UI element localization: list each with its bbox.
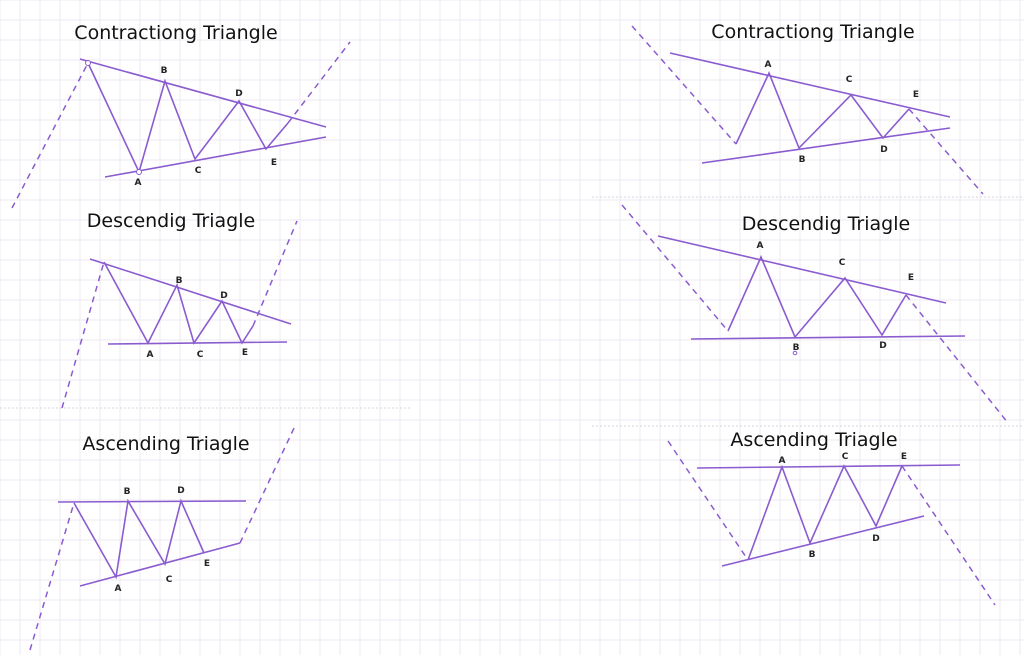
point-label-b: B xyxy=(809,550,816,560)
point-label-d: D xyxy=(879,341,886,351)
point-label-e: E xyxy=(901,452,907,462)
point-label-c: C xyxy=(842,452,849,462)
incoming-dashed-line xyxy=(29,502,75,651)
point-label-d: D xyxy=(177,486,184,496)
point-label-d: D xyxy=(220,291,227,301)
point-label-b: B xyxy=(124,487,131,497)
point-label-a: A xyxy=(115,584,122,594)
point-marker xyxy=(136,169,142,175)
breakout-dashed-line xyxy=(901,465,996,606)
panel-title: Descendig Triagle xyxy=(87,210,255,232)
point-label-e: E xyxy=(913,90,919,100)
point-label-e: E xyxy=(242,348,248,358)
wave-path xyxy=(73,498,205,580)
point-label-e: E xyxy=(271,158,277,168)
wave-path xyxy=(87,62,289,175)
point-label-d: D xyxy=(880,145,887,155)
point-label-c: C xyxy=(846,75,853,85)
wave-path xyxy=(735,70,910,150)
point-label-c: C xyxy=(197,350,204,360)
lower-trendline xyxy=(690,335,966,340)
panel-title: Descendig Triagle xyxy=(742,213,910,235)
panel-descending-right: Descendig Triagle A B C D E xyxy=(621,204,1009,424)
breakout-dashed-line xyxy=(252,220,298,327)
point-label-b: B xyxy=(161,66,168,76)
lower-trendline xyxy=(104,136,327,178)
panel-title: Contractiong Triangle xyxy=(711,21,914,43)
point-label-d: D xyxy=(235,89,242,99)
point-label-c: C xyxy=(166,575,173,585)
panel-descending-left: Descendig Triagle A B C D E xyxy=(61,210,298,409)
wave-path xyxy=(727,254,907,339)
point-label-c: C xyxy=(195,166,202,176)
panel-title: Ascending Triagle xyxy=(730,429,897,451)
lower-trendline xyxy=(721,515,925,567)
point-label-b: B xyxy=(799,155,806,165)
point-label-a: A xyxy=(779,456,786,466)
incoming-dashed-line xyxy=(621,204,729,332)
panel-title: Ascending Triagle xyxy=(82,433,249,455)
panel-ascending-right: Ascending Triagle A B C D E xyxy=(667,429,996,606)
breakout-dashed-line xyxy=(908,108,984,195)
lower-trendline xyxy=(79,542,241,587)
point-label-d: D xyxy=(872,534,879,544)
panel-contracting-right: Contractiong Triangle A B C D E xyxy=(631,21,984,195)
upper-trendline xyxy=(696,464,961,469)
point-label-a: A xyxy=(765,60,772,70)
incoming-dashed-line xyxy=(11,62,89,209)
wave-path xyxy=(747,464,903,561)
point-label-e: E xyxy=(908,273,914,283)
lower-trendline xyxy=(701,127,951,164)
panel-contracting-left: Contractiong Triangle A B C D E xyxy=(11,22,351,209)
point-label-e: E xyxy=(204,559,210,569)
point-label-b: B xyxy=(793,343,800,353)
upper-trendline xyxy=(657,235,947,304)
point-label-a: A xyxy=(757,241,764,251)
point-label-a: A xyxy=(147,350,154,360)
point-label-c: C xyxy=(839,258,846,268)
start-point xyxy=(85,60,91,66)
upper-trendline xyxy=(89,258,292,325)
breakout-dashed-line xyxy=(287,41,351,124)
upper-trendline xyxy=(669,52,951,118)
lower-trendline xyxy=(107,341,288,345)
point-label-b: B xyxy=(176,276,183,286)
breakout-dashed-line xyxy=(905,294,1009,424)
upper-trendline xyxy=(57,500,247,503)
panel-title: Contractiong Triangle xyxy=(74,22,277,44)
wave-path xyxy=(103,261,254,345)
incoming-dashed-line xyxy=(631,25,737,145)
point-marker xyxy=(792,350,798,356)
incoming-dashed-line xyxy=(61,261,105,409)
upper-trendline xyxy=(79,58,327,128)
incoming-dashed-line xyxy=(667,440,749,561)
panel-ascending-left: Ascending Triagle A B C D E xyxy=(29,425,296,651)
point-label-a: A xyxy=(135,178,142,188)
